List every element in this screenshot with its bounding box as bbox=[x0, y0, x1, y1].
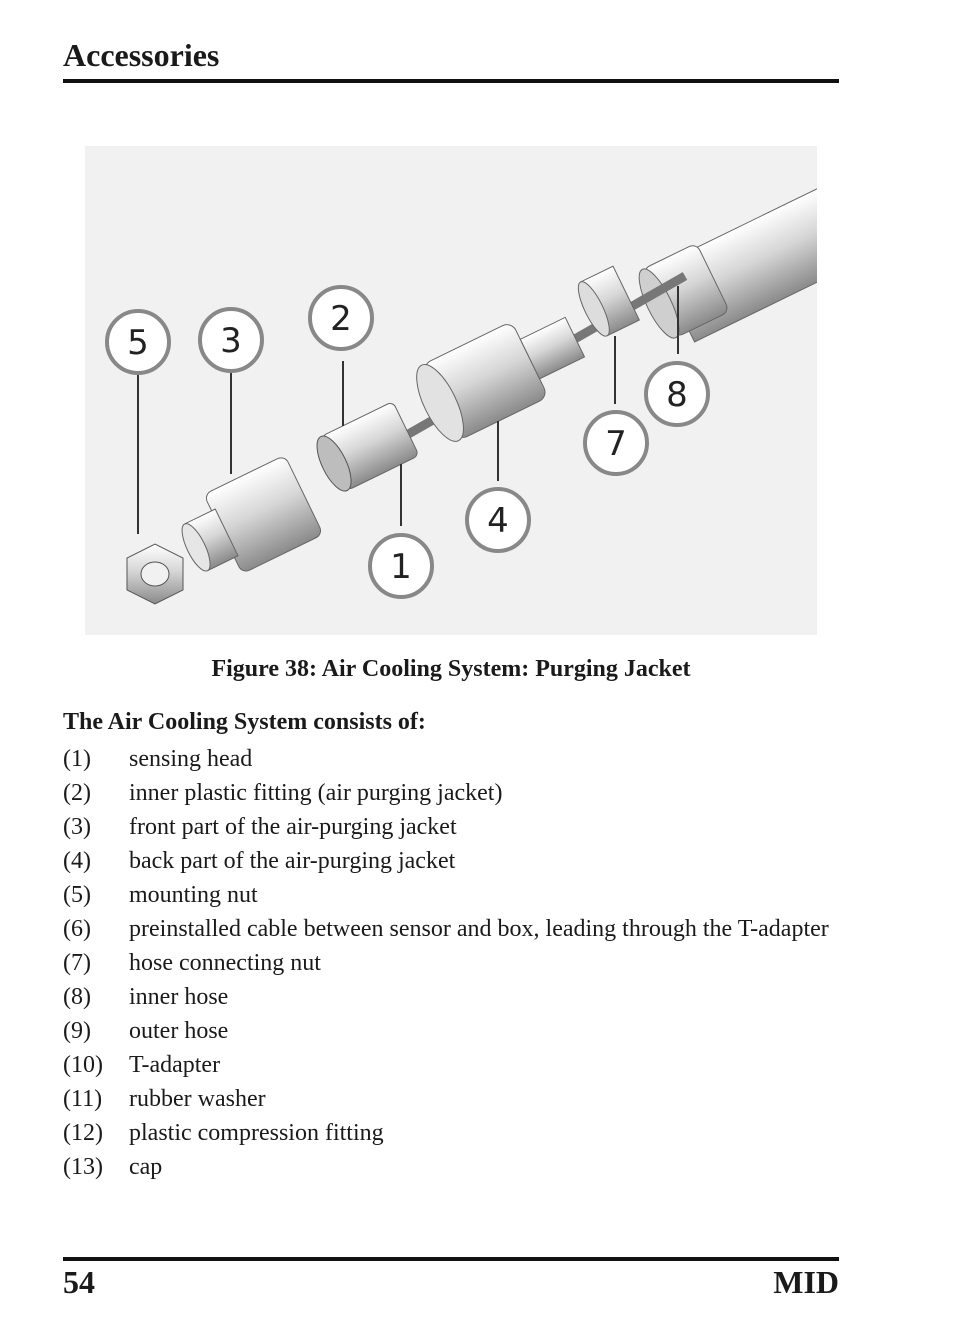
callout-7: 7 bbox=[605, 424, 627, 464]
figure-image: 5 3 2 1 4 7 8 bbox=[85, 146, 817, 635]
item-text: front part of the air-purging jacket bbox=[129, 814, 457, 840]
list-item: (10) T-adapter bbox=[63, 1048, 853, 1082]
callout-2: 2 bbox=[330, 299, 352, 339]
item-number: (6) bbox=[63, 916, 91, 942]
list-item: (5) mounting nut bbox=[63, 878, 853, 912]
item-text: cap bbox=[129, 1154, 163, 1180]
item-text: plastic compression fitting bbox=[129, 1120, 384, 1146]
item-text: preinstalled cable between sensor and bo… bbox=[129, 916, 829, 942]
item-text: inner plastic fitting (air purging jacke… bbox=[129, 780, 503, 806]
list-item: (4) back part of the air-purging jacket bbox=[63, 844, 853, 878]
item-number: (3) bbox=[63, 814, 91, 840]
item-number: (13) bbox=[63, 1154, 103, 1180]
item-text: sensing head bbox=[129, 746, 253, 772]
page-number: 54 bbox=[63, 1264, 95, 1300]
list-intro: The Air Cooling System consists of: bbox=[63, 709, 426, 735]
item-number: (7) bbox=[63, 950, 91, 976]
parts-list: (1) sensing head (2) inner plastic fitting… bbox=[63, 742, 853, 1184]
list-item: (8) inner hose bbox=[63, 980, 853, 1014]
callout-1: 1 bbox=[390, 547, 412, 587]
item-number: (9) bbox=[63, 1018, 91, 1044]
sensing-head-part bbox=[316, 403, 418, 492]
item-text: mounting nut bbox=[129, 882, 258, 908]
figure-callouts: 5 3 2 1 4 7 8 bbox=[105, 285, 710, 599]
item-text: back part of the air-purging jacket bbox=[129, 848, 456, 874]
document-name: MID bbox=[773, 1264, 839, 1300]
back-jacket-part bbox=[416, 316, 586, 442]
t-adapter-part bbox=[638, 245, 728, 339]
air-cooling-diagram: 5 3 2 1 4 7 8 bbox=[105, 169, 817, 605]
callout-5: 5 bbox=[127, 323, 149, 363]
item-number: (5) bbox=[63, 882, 91, 908]
header-rule bbox=[63, 79, 839, 83]
item-number: (1) bbox=[63, 746, 91, 772]
mounting-nut-part bbox=[126, 543, 184, 605]
item-number: (2) bbox=[63, 780, 91, 806]
callout-3: 3 bbox=[220, 321, 242, 361]
item-text: outer hose bbox=[129, 1018, 229, 1044]
list-item: (3) front part of the air-purging jacket bbox=[63, 810, 853, 844]
footer-rule bbox=[63, 1257, 839, 1261]
item-number: (11) bbox=[63, 1086, 103, 1112]
list-item: (1) sensing head bbox=[63, 742, 853, 776]
item-text: T-adapter bbox=[129, 1052, 221, 1078]
list-item: (11) rubber washer bbox=[63, 1082, 853, 1116]
callout-4: 4 bbox=[487, 501, 509, 541]
item-text: rubber washer bbox=[129, 1086, 266, 1112]
list-item: (6) preinstalled cable between sensor and… bbox=[63, 912, 853, 946]
item-text: hose connecting nut bbox=[129, 950, 321, 976]
item-number: (10) bbox=[63, 1052, 103, 1078]
item-number: (4) bbox=[63, 848, 91, 874]
front-jacket-part bbox=[181, 457, 322, 572]
list-item: (9) outer hose bbox=[63, 1014, 853, 1048]
list-item: (13) cap bbox=[63, 1150, 853, 1184]
hose-nut-part bbox=[577, 265, 640, 337]
item-number: (12) bbox=[63, 1120, 103, 1146]
callout-8: 8 bbox=[666, 375, 688, 415]
list-item: (12) plastic compression fitting bbox=[63, 1116, 853, 1150]
item-number: (8) bbox=[63, 984, 91, 1010]
list-item: (7) hose connecting nut bbox=[63, 946, 853, 980]
section-title: Accessories bbox=[63, 37, 220, 73]
item-text: inner hose bbox=[129, 984, 229, 1010]
list-item: (2) inner plastic fitting (air purging ja… bbox=[63, 776, 853, 810]
figure-caption: Figure 38: Air Cooling System: Purging J… bbox=[211, 656, 691, 682]
